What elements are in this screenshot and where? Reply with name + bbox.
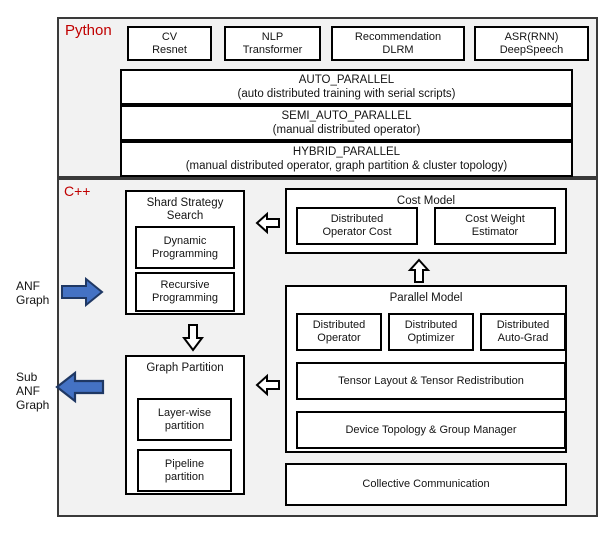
shard-strategy-search-title: Shard Strategy Search xyxy=(146,197,224,222)
cost-weight-estimator-box[interactable]: Cost Weight Estimator xyxy=(434,207,556,245)
distributed-operator-box[interactable]: Distributed Operator xyxy=(296,313,382,351)
graph-partition-title: Graph Partition xyxy=(146,362,224,374)
model-box-cv[interactable]: CV Resnet xyxy=(127,26,212,61)
cpp-layer-label: C++ xyxy=(64,183,91,199)
model-box-asr[interactable]: ASR(RNN) DeepSpeech xyxy=(474,26,589,61)
distributed-operator-cost-box[interactable]: Distributed Operator Cost xyxy=(296,207,418,245)
model-box-recommendation[interactable]: Recommendation DLRM xyxy=(331,26,465,61)
parallel-mode-hybrid-parallel[interactable]: HYBRID_PARALLEL (manual distributed oper… xyxy=(120,141,573,177)
tensor-layout-redistribution-box[interactable]: Tensor Layout & Tensor Redistribution xyxy=(296,362,566,400)
arrow-left-parallel-to-partition xyxy=(255,373,280,397)
input-anf-graph-label: ANF Graph xyxy=(16,279,50,307)
pipeline-partition-box[interactable]: Pipeline partition xyxy=(137,449,232,492)
layer-wise-partition-box[interactable]: Layer-wise partition xyxy=(137,398,232,441)
parallel-mode-auto-parallel[interactable]: AUTO_PARALLEL (auto distributed training… xyxy=(120,69,573,105)
model-box-nlp[interactable]: NLP Transformer xyxy=(224,26,321,61)
distributed-optimizer-box[interactable]: Distributed Optimizer xyxy=(388,313,474,351)
blue-arrow-output-left xyxy=(55,370,105,404)
arrow-down-shard-to-partition xyxy=(182,324,204,352)
parallel-mode-semi-auto-parallel[interactable]: SEMI_AUTO_PARALLEL (manual distributed o… xyxy=(120,105,573,141)
parallel-model-title: Parallel Model xyxy=(389,292,463,304)
cost-model-title: Cost Model xyxy=(396,195,456,207)
dynamic-programming-box[interactable]: Dynamic Programming xyxy=(135,226,235,269)
blue-arrow-input-right xyxy=(61,277,104,307)
recursive-programming-box[interactable]: Recursive Programming xyxy=(135,272,235,312)
arrow-up-parallel-to-cost xyxy=(407,258,431,283)
device-topology-group-manager-box[interactable]: Device Topology & Group Manager xyxy=(296,411,566,449)
distributed-auto-grad-box[interactable]: Distributed Auto-Grad xyxy=(480,313,566,351)
python-layer-label: Python xyxy=(65,22,112,39)
output-sub-anf-graph-label: Sub ANF Graph xyxy=(16,370,50,412)
collective-communication-box[interactable]: Collective Communication xyxy=(285,463,567,506)
arrow-left-cost-to-shard xyxy=(255,211,280,235)
